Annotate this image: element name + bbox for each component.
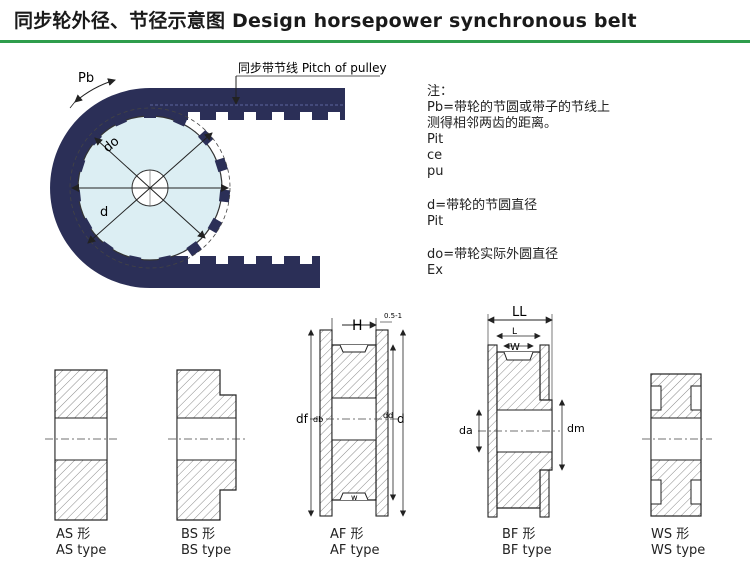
- label-d: d: [100, 205, 108, 220]
- caption-as-en: AS type: [56, 543, 107, 558]
- ws-type-section: [642, 373, 712, 517]
- as-type-section: [45, 369, 118, 521]
- notes-pb-en3: pu: [427, 164, 444, 179]
- belt-teeth-upper: [188, 112, 340, 120]
- notes-do-en: Ex: [427, 263, 443, 278]
- timing-belt: [50, 88, 346, 288]
- dim-df: df: [296, 412, 309, 426]
- caption-bf-en: BF type: [502, 543, 552, 558]
- notes-pb-line1: Pb=带轮的节圆或带子的节线上: [427, 100, 610, 115]
- caption-bs-en: BS type: [181, 543, 232, 558]
- dim-LL: LL: [512, 305, 527, 320]
- pb-dimension-arc: [74, 78, 116, 103]
- caption-af-cn: AF 形: [330, 527, 364, 542]
- dim-gap: 0.5-1: [384, 312, 402, 320]
- notes-d-line: d=带轮的节圆直径: [427, 198, 538, 213]
- notes-pb-en2: ce: [427, 148, 443, 163]
- notes-pb-line2: 测得相邻两齿的距离。: [427, 116, 558, 131]
- label-pb: Pb: [78, 71, 94, 86]
- belt-pulley-diagram: Pb do d 同步带节线 Pitch of pulley: [50, 61, 387, 288]
- dim-dd: dd: [383, 411, 393, 420]
- belt-teeth-lower: [188, 256, 312, 264]
- caption-bf-cn: BF 形: [502, 527, 536, 542]
- notes-do-line: do=带轮实际外圆直径: [427, 247, 559, 262]
- dim-H: H: [352, 318, 363, 334]
- dim-da: da: [459, 424, 473, 437]
- caption-ws-cn: WS 形: [651, 527, 690, 542]
- dim-L: L: [512, 327, 517, 337]
- caption-ws-en: WS type: [651, 543, 706, 558]
- notes-d-en: Pit: [427, 214, 444, 229]
- dim-W: W: [510, 342, 520, 353]
- bf-type-section: LL L W da dm: [459, 305, 585, 518]
- dim-dm: dm: [567, 422, 585, 435]
- dim-db: db: [313, 415, 323, 424]
- af-type-section: H 0.5-1 df db dd d w: [296, 312, 407, 517]
- title-underline: [0, 40, 750, 43]
- caption-as-cn: AS 形: [56, 527, 91, 542]
- bs-type-section: [168, 369, 246, 521]
- dim-d: d: [397, 412, 405, 426]
- notes-pb-en1: Pit: [427, 132, 444, 147]
- page-title: 同步轮外径、节径示意图 Design horsepower synchronou…: [14, 10, 637, 32]
- pulley: [69, 107, 231, 269]
- dim-w: w: [351, 493, 358, 502]
- notes-heading: 注：: [427, 84, 454, 99]
- pitch-callout: 同步带节线 Pitch of pulley: [238, 61, 387, 75]
- caption-bs-cn: BS 形: [181, 527, 216, 542]
- caption-af-en: AF type: [330, 543, 380, 558]
